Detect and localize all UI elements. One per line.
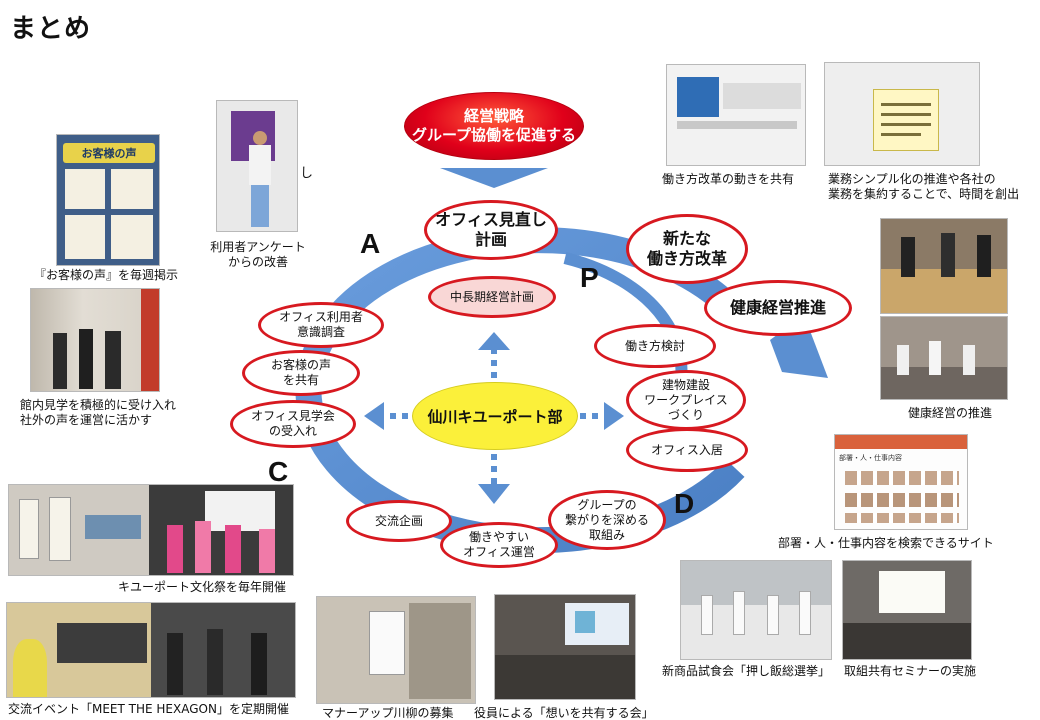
building-oval: 建物建設 ワークプレイス づくり [626,370,746,430]
office-review-line2: 計画 [474,230,507,249]
tasting-caption: 新商品試食会「押し飯総選挙」 [662,664,831,678]
hexagon-event-photo [6,602,296,698]
hexagon-caption: 交流イベント「MEET THE HEXAGON」を定期開催 [8,702,289,716]
easy-office-oval: 働きやすい オフィス運営 [440,522,558,568]
senryu-photo [316,596,476,704]
voice-line2: を共有 [282,373,319,387]
workstyle-study-oval: 働き方検討 [594,324,716,368]
survey-caption-line1: 利用者アンケート [210,240,306,254]
simplify-caption-line2: 業務を集約することで、時間を創出 [828,187,1020,201]
simplify-caption-line1: 業務シンプル化の推進や各社の [828,172,996,186]
office-visit-oval: オフィス見学会 の受入れ [230,400,356,448]
user-survey-oval: オフィス利用者 意識調査 [258,302,384,348]
page-title: まとめ [10,14,92,44]
exchange-oval: 交流企画 [346,500,452,542]
group-line3: 取組み [588,527,625,542]
simplify-photo [824,62,980,166]
executives-caption: 役員による「想いを共有する会」 [474,706,654,720]
health-promo-caption: 健康経営の推進 [908,406,993,420]
customer-voice-oval: お客様の声 を共有 [242,350,360,396]
building-line2: ワークプレイス [644,392,728,407]
survey-line1: オフィス利用者 [279,310,363,324]
voice-line1: お客様の声 [270,358,331,372]
search-site-photo: 部署・人・仕事内容 [834,434,968,530]
office-review-line1: オフィス見直し [435,210,547,229]
strategy-line2: グループ協働を促進する [411,126,577,144]
tasting-photo [680,560,832,660]
tour-caption: 館内見学を積極的に受け入れ 社外の声を運営に活かす [20,398,176,428]
strategy-line1: 経営戦略 [463,107,524,125]
tour-caption-line2: 社外の声を運営に活かす [20,413,153,427]
workstyle-line2: 働き方改革 [646,249,727,268]
health-oval: 健康経営推進 [704,280,852,336]
pdca-letter-a: A [360,228,381,259]
group-ties-oval: グループの 繋がりを深める 取組み [548,490,666,550]
hub-arrow-left-head [364,402,384,430]
hub-arrow-right-head [604,402,624,430]
executives-photo [494,594,636,700]
building-line3: づくり [667,407,704,422]
easy-line2: オフィス運営 [463,545,535,559]
seminar-photo [842,560,972,660]
survey-caption: 利用者アンケート からの改善 [206,240,310,270]
group-line2: 繋がりを深める [564,512,649,527]
reform-share-caption: 働き方改革の動きを共有 [662,172,795,186]
pdca-letter-d: D [674,488,695,519]
visit-line1: オフィス見学会 [251,409,335,423]
office-review-oval: オフィス見直し 計画 [424,200,558,260]
move-in-oval: オフィス入居 [626,428,748,472]
health-yoga-photo [880,316,1008,400]
customer-voice-photo: お客様の声 [56,134,160,266]
survey-caption-line2: からの改善 [227,255,288,269]
survey-line2: 意識調査 [296,325,345,339]
visit-line2: の受入れ [268,424,317,438]
festival-photo [8,484,294,576]
customer-voice-board-title: お客様の声 [63,143,155,163]
survey-fragment-text: し [300,166,314,181]
group-line1: グループの [577,497,637,512]
tour-photo [30,288,160,392]
workstyle-line1: 新たな [662,229,711,248]
reform-share-photo [666,64,806,166]
seminar-caption: 取組共有セミナーの実施 [844,664,977,678]
workstyle-reform-oval: 新たな 働き方改革 [626,214,748,284]
hub-arrow-up-head [478,332,510,350]
search-site-caption: 部署・人・仕事内容を検索できるサイト [778,536,994,550]
health-food-photo [880,218,1008,314]
strategy-oval: 経営戦略 グループ協働を促進する [404,92,584,160]
mid-plan-oval: 中長期経営計画 [428,276,556,318]
pdca-letter-c: C [268,456,289,487]
building-line1: 建物建設 [661,377,710,392]
easy-line1: 働きやすい [468,530,529,544]
senryu-caption: マナーアップ川柳の募集 [322,706,454,720]
website-header-text: 部署・人・仕事内容 [839,454,902,462]
simplify-caption: 業務シンプル化の推進や各社の 業務を集約することで、時間を創出 [828,172,1019,202]
hub-arrow-down-head [478,484,510,504]
hub-oval: 仙川キユーポート部 [412,382,578,450]
tour-caption-line1: 館内見学を積極的に受け入れ [20,398,177,412]
survey-photo [216,100,298,232]
strategy-down-arrow [440,168,548,188]
festival-caption: キユーポート文化祭を毎年開催 [118,580,287,594]
pdca-letter-p: P [580,262,599,293]
customer-voice-caption: 『お客様の声』を毎週掲示 [34,268,179,282]
